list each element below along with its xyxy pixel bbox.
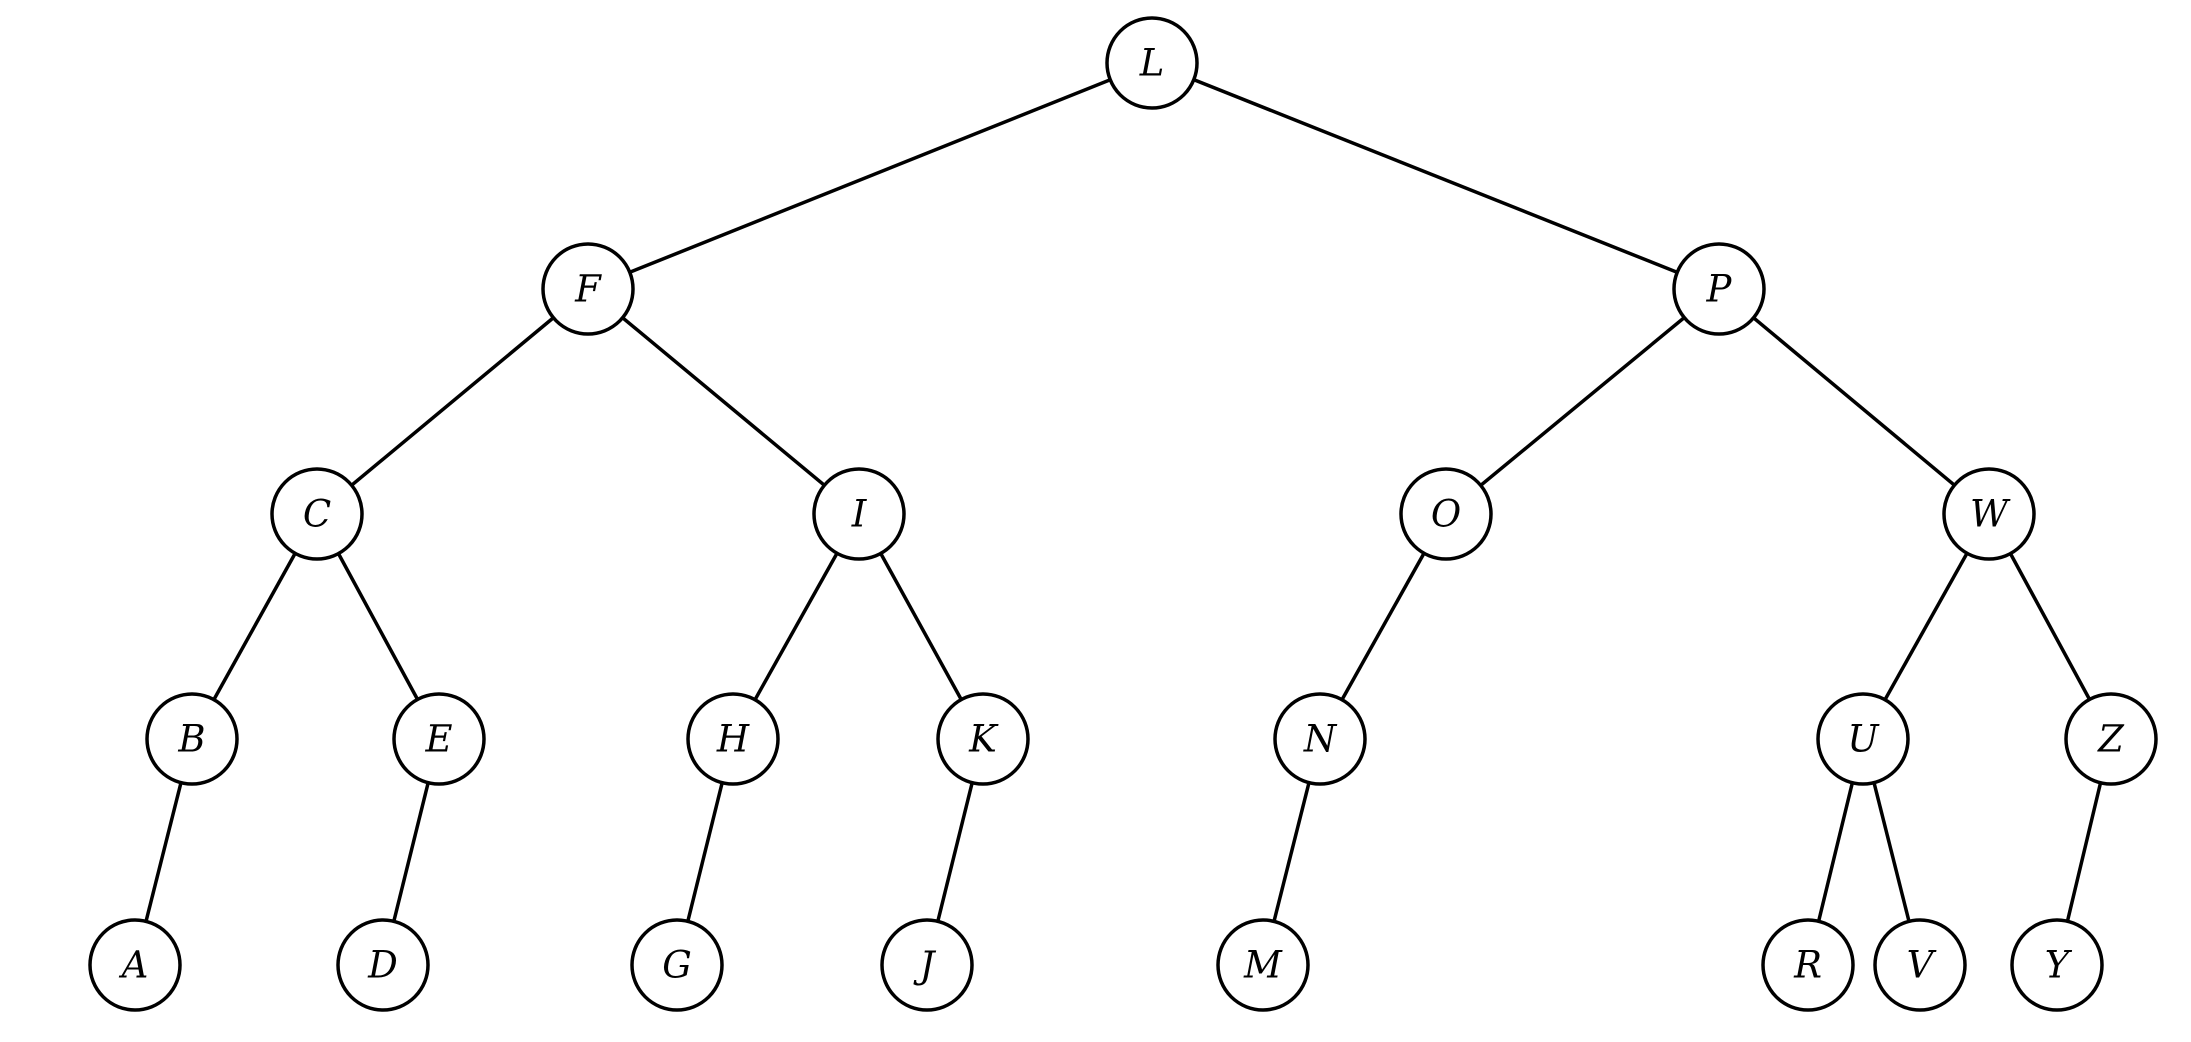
- node-label: M: [1243, 944, 1283, 987]
- node-label: L: [1139, 42, 1165, 85]
- tree-node-e: E: [392, 692, 486, 786]
- node-circle: [1273, 692, 1367, 786]
- node-circle: [686, 692, 780, 786]
- node-circle: [1942, 467, 2036, 561]
- edge-f-i: [586, 287, 861, 516]
- node-circle: [145, 692, 239, 786]
- node-circle: [880, 918, 974, 1012]
- node-label: H: [716, 718, 750, 761]
- tree-node-f: F: [541, 242, 635, 336]
- edge-p-o: [1444, 287, 1721, 516]
- node-circle: [1816, 692, 1910, 786]
- tree-node-b: B: [145, 692, 239, 786]
- tree-node-y: Y: [2010, 918, 2104, 1012]
- tree-node-k: K: [936, 692, 1030, 786]
- node-label: K: [968, 718, 999, 761]
- tree-node-m: M: [1216, 918, 1310, 1012]
- edge-l-p: [1151, 61, 1720, 291]
- edge-l-f: [587, 61, 1153, 291]
- node-label: Z: [2097, 718, 2125, 761]
- node-circle: [2064, 692, 2158, 786]
- node-circle: [88, 918, 182, 1012]
- node-circle: [1216, 918, 1310, 1012]
- node-circle: [936, 692, 1030, 786]
- tree-node-r: R: [1761, 918, 1855, 1012]
- tree-node-o: O: [1399, 467, 1493, 561]
- edge-p-w: [1717, 287, 1991, 516]
- node-circle: [1399, 467, 1493, 561]
- node-circle: [1761, 918, 1855, 1012]
- node-label: F: [574, 268, 602, 311]
- node-label: E: [424, 718, 452, 761]
- tree-node-p: P: [1672, 242, 1766, 336]
- tree-node-g: G: [630, 918, 724, 1012]
- node-label: V: [1907, 944, 1937, 987]
- tree-node-c: C: [270, 467, 364, 561]
- node-circle: [270, 467, 364, 561]
- node-label: B: [177, 718, 205, 761]
- node-circle: [1672, 242, 1766, 336]
- node-label: R: [1793, 944, 1822, 987]
- tree-node-v: V: [1873, 918, 1967, 1012]
- node-circle: [392, 692, 486, 786]
- tree-node-h: H: [686, 692, 780, 786]
- node-label: A: [119, 944, 149, 987]
- node-circle: [541, 242, 635, 336]
- tree-node-z: Z: [2064, 692, 2158, 786]
- node-label: D: [367, 944, 398, 987]
- node-circle: [336, 918, 430, 1012]
- tree-node-j: J: [880, 918, 974, 1012]
- node-label: O: [1431, 493, 1461, 536]
- tree-node-n: N: [1273, 692, 1367, 786]
- tree-edges: [133, 61, 2113, 966]
- node-circle: [2010, 918, 2104, 1012]
- node-circle: [812, 467, 906, 561]
- tree-node-a: A: [88, 918, 182, 1012]
- node-label: G: [662, 944, 692, 987]
- node-label: W: [1970, 493, 2011, 536]
- node-circle: [1873, 918, 1967, 1012]
- tree-node-d: D: [336, 918, 430, 1012]
- edge-f-c: [315, 287, 590, 516]
- tree-node-i: I: [812, 467, 906, 561]
- node-circle: [1105, 16, 1199, 110]
- tree-nodes: L F P C I O W B E H K N U Z A D G J M R V Y: [88, 16, 2158, 1012]
- node-label: I: [851, 493, 868, 536]
- node-label: P: [1706, 268, 1733, 311]
- tree-node-w: W: [1942, 467, 2036, 561]
- tree-node-u: U: [1816, 692, 1910, 786]
- node-label: U: [1847, 718, 1880, 761]
- tree-node-l: L: [1105, 16, 1199, 110]
- node-label: C: [303, 493, 331, 536]
- node-label: Y: [2045, 944, 2073, 987]
- node-label: N: [1303, 718, 1338, 761]
- node-circle: [630, 918, 724, 1012]
